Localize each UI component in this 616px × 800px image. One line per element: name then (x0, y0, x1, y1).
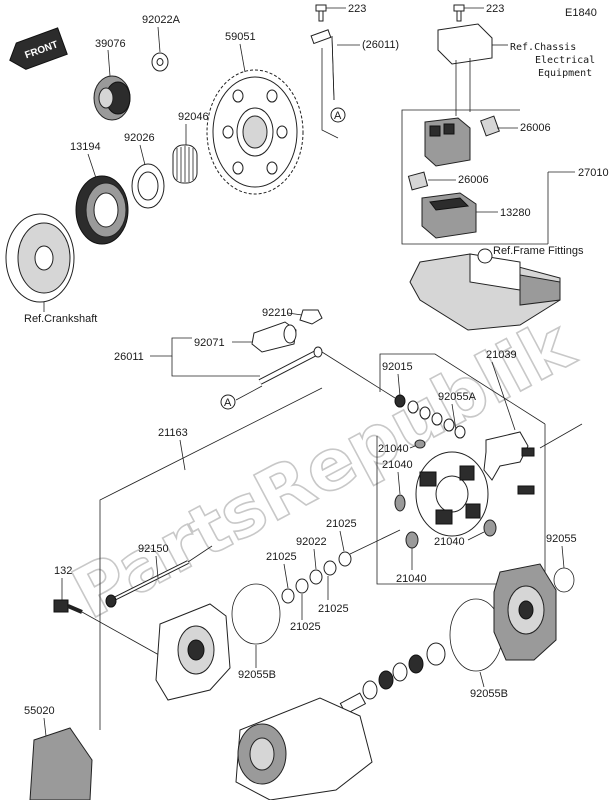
spring-21040-d (405, 531, 419, 549)
bracket-27010-outline (401, 109, 548, 245)
through-bolt-92150 (105, 560, 189, 608)
callout-55020: 55020 (24, 705, 55, 717)
callout-92055b-left: 92055B (238, 669, 276, 681)
terminal-nut-stack (394, 394, 466, 439)
callout-92210: 92210 (262, 307, 293, 319)
callout-92022: 92022 (296, 536, 327, 548)
starter-gear-59051 (206, 69, 304, 195)
callout-ref-chassis-3: Equipment (538, 68, 592, 79)
callout-ref-frame: Ref.Frame Fittings (493, 245, 584, 257)
callout-39076: 39076 (95, 38, 126, 50)
washer-21025-b (295, 578, 309, 594)
callout-92015: 92015 (382, 361, 413, 373)
callout-92046: 92046 (178, 111, 209, 123)
callout-ref-crankshaft: Ref.Crankshaft (24, 313, 97, 325)
callout-21163: 21163 (158, 427, 188, 439)
callout-92055: 92055 (546, 533, 577, 545)
fuse-26006-upper (480, 115, 500, 137)
callout-223-left: 223 (348, 3, 366, 15)
callout-92022a: 92022A (142, 14, 181, 26)
o-ring-92055b-left (231, 583, 281, 645)
callout-132: 132 (54, 565, 72, 577)
front-washer-stack (362, 642, 446, 700)
callout-13280: 13280 (500, 207, 531, 219)
callout-92055b-right: 92055B (470, 688, 508, 700)
callout-21040-d: 21040 (396, 573, 427, 585)
callout-21040-b: 21040 (382, 459, 413, 471)
starter-front-cover (493, 563, 557, 661)
relay-cover-13280 (421, 192, 477, 239)
brush-holder-plate (415, 451, 489, 537)
brush-group-outline-top (379, 353, 546, 425)
needle-bearing-92046 (172, 144, 198, 184)
callout-21025-top: 21025 (326, 518, 357, 530)
marker-a-middle-label: A (224, 397, 232, 409)
starter-yoke (235, 697, 373, 800)
spring-21040-b (394, 494, 406, 512)
washer-21025-a (281, 588, 295, 604)
bolt-132 (53, 599, 83, 614)
starter-rear-cover (155, 603, 231, 701)
battery-cable-upper (310, 29, 335, 101)
callout-92055a: 92055A (438, 391, 477, 403)
washer-92022 (309, 569, 323, 585)
spring-21040-a (414, 439, 426, 449)
one-way-clutch-13194 (75, 175, 129, 245)
brush-group-outline (376, 424, 546, 585)
starter-relay (424, 117, 471, 167)
spring-21040-c (483, 519, 497, 537)
callout-223-right: 223 (486, 3, 504, 15)
callout-26006-lower: 26006 (458, 174, 489, 186)
callout-21040-c: 21040 (434, 536, 465, 548)
callout-92026: 92026 (124, 132, 155, 144)
washer-21025-c (323, 560, 337, 576)
callout-21025-right: 21025 (318, 603, 349, 615)
flywheel-rotor (5, 213, 75, 303)
callout-92150: 92150 (138, 543, 169, 555)
callout-21025-left: 21025 (266, 551, 297, 563)
marker-a-top-label: A (334, 110, 342, 122)
callout-13194: 13194 (70, 141, 101, 153)
bolt-223-right (453, 4, 465, 22)
terminal-cap-92071 (251, 321, 297, 353)
callout-21025-bottom: 21025 (290, 621, 321, 633)
diagram-code: E1840 (565, 7, 597, 19)
chassis-connector (437, 23, 493, 116)
callout-92071: 92071 (194, 337, 225, 349)
washer-21025-d (338, 551, 352, 567)
callout-26006-upper: 26006 (520, 122, 551, 134)
front-arrow-icon: FRONT (9, 27, 68, 70)
callout-ref-chassis-2: Electrical (535, 55, 595, 66)
starter-cover-55020 (29, 727, 93, 800)
idle-gear-39076 (93, 75, 131, 121)
callout-26011: 26011 (114, 351, 144, 363)
brush-terminal-21039 (483, 431, 535, 495)
callout-ref-chassis-1: Ref.Chassis (510, 42, 576, 53)
gear-icon (477, 248, 493, 264)
callout-26011-paren: (26011) (362, 39, 399, 51)
bolt-223-left (315, 4, 327, 22)
marker-a-middle (220, 394, 236, 410)
callout-21039: 21039 (486, 349, 517, 361)
callout-59051: 59051 (225, 31, 256, 43)
marker-a-top (330, 107, 346, 123)
callout-27010: 27010 (578, 167, 609, 179)
o-ring-92055 (553, 567, 575, 593)
fuse-26006-lower (407, 171, 429, 191)
battery-cable-26011 (258, 346, 323, 385)
callout-21040-a: 21040 (378, 443, 409, 455)
bolt-92210 (299, 309, 323, 325)
starter-assembly-outline (99, 387, 323, 730)
